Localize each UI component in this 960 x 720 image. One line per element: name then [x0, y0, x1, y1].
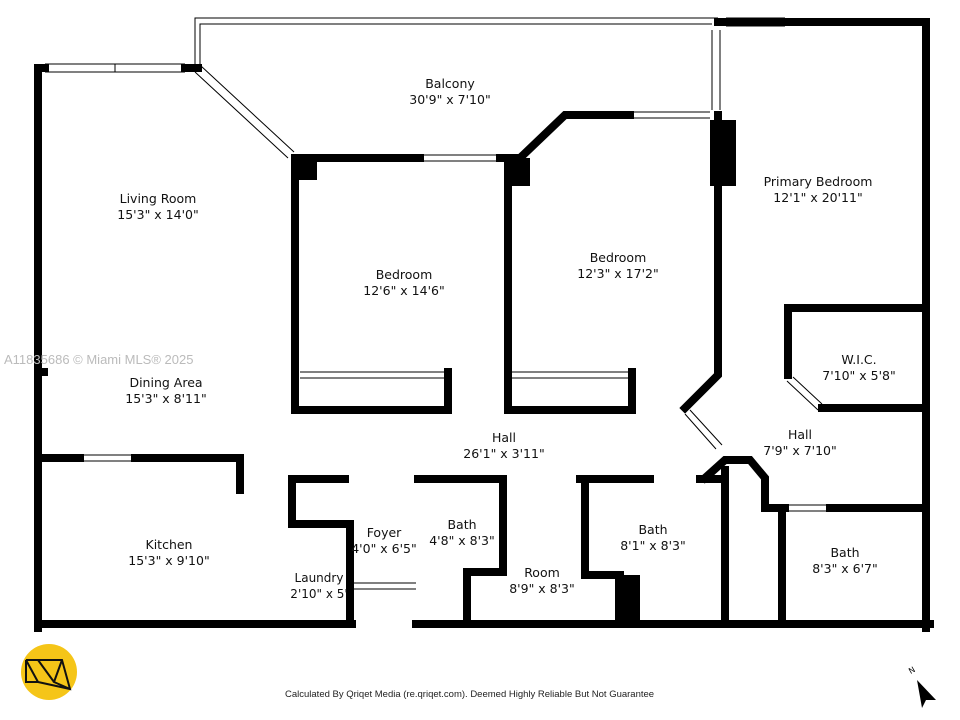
room-size: 12'1" x 20'11" — [773, 190, 863, 205]
room-name: Dining Area — [129, 375, 203, 390]
room-name: Foyer — [366, 525, 402, 540]
room-size: 8'9" x 8'3" — [509, 581, 575, 596]
room-laundry: Laundry 2'10" x 5' — [290, 570, 347, 602]
room-name: Living Room — [119, 191, 197, 206]
room-size: 4'0" x 6'5" — [351, 541, 417, 556]
room-size: 15'3" x 14'0" — [117, 207, 199, 222]
room-size: 2'10" x 5' — [290, 587, 348, 601]
room-name: Balcony — [425, 76, 475, 91]
room-size: 7'9" x 7'10" — [763, 443, 837, 458]
room-size: 8'3" x 6'7" — [812, 561, 878, 576]
room-name: Bath — [638, 522, 668, 537]
room-name: Bedroom — [375, 267, 433, 282]
room-size: 26'1" x 3'11" — [463, 446, 545, 461]
room-name: Kitchen — [145, 537, 193, 552]
room-name: Hall — [491, 430, 516, 445]
room-name: Laundry — [294, 571, 344, 585]
footer-disclaimer: Calculated By Qriqet Media (re.qriqet.co… — [285, 689, 655, 700]
room-size: 12'3" x 17'2" — [577, 266, 659, 281]
room-name: Room — [524, 565, 560, 580]
room-size: 30'9" x 7'10" — [409, 92, 491, 107]
walls — [34, 18, 934, 632]
room-name: Hall — [787, 427, 813, 442]
room-size: 15'3" x 8'11" — [125, 391, 207, 406]
watermark: A11835686 © Miami MLS® 2025 — [4, 352, 194, 367]
room-name: W.I.C. — [841, 352, 877, 367]
room-size: 8'1" x 8'3" — [620, 538, 686, 553]
room-size: 15'3" x 9'10" — [128, 553, 210, 568]
thin-lines — [45, 17, 830, 590]
room-name: Bath — [447, 517, 477, 532]
room-name: Bedroom — [589, 250, 647, 265]
room-size: 12'6" x 14'6" — [363, 283, 445, 298]
room-size: 4'8" x 8'3" — [429, 533, 495, 548]
room-name: Primary Bedroom — [763, 174, 873, 189]
room-size: 7'10" x 5'8" — [822, 368, 896, 383]
room-name: Bath — [830, 545, 860, 560]
room-wic: W.I.C.7'10" x 5'8" — [822, 352, 895, 384]
